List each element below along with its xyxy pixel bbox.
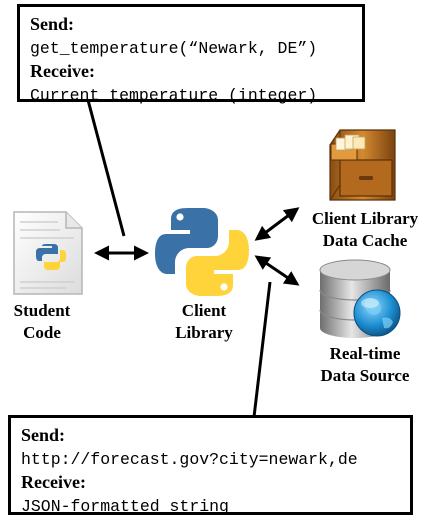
bottom-send-value: http://forecast.gov?city=newark,de [21,450,358,469]
data-cache-line2: Data Cache [322,231,408,250]
bottom-callout: Send: http://forecast.gov?city=newark,de… [8,415,413,516]
client-library-line2: Library [175,323,233,342]
bottom-send-label: Send: [21,425,66,445]
top-receive-label: Receive: [30,61,95,81]
top-callout: Send: get_temperature(“Newark, DE”) Rece… [17,4,365,105]
top-send-value: get_temperature(“Newark, DE”) [30,39,318,58]
database-globe-icon [319,259,401,338]
client-source-arrow [254,255,300,286]
data-source-label: Real-time Data Source [298,343,432,387]
student-code-label: Student Code [2,300,82,344]
data-cache-line1: Client Library [311,209,419,228]
python-logo-icon [155,208,249,296]
client-library-label: Client Library [160,300,248,344]
top-receive-value: Current temperature (integer) [30,86,318,105]
bottom-receive-value: JSON-formatted string [21,497,229,516]
file-cabinet-icon [329,129,396,201]
client-cache-arrow [254,207,300,241]
data-source-line1: Real-time [329,344,401,363]
student-code-line1: Student [13,301,71,320]
data-source-line2: Data Source [320,366,410,385]
top-callout-connector [86,99,126,237]
python-file-icon [13,211,83,295]
client-library-line1: Client [181,301,227,320]
top-send-label: Send: [30,14,75,34]
bottom-callout-connector [252,281,272,418]
data-cache-label: Client Library Data Cache [298,208,432,252]
bottom-receive-label: Receive: [21,472,86,492]
student-code-line2: Code [23,323,61,342]
